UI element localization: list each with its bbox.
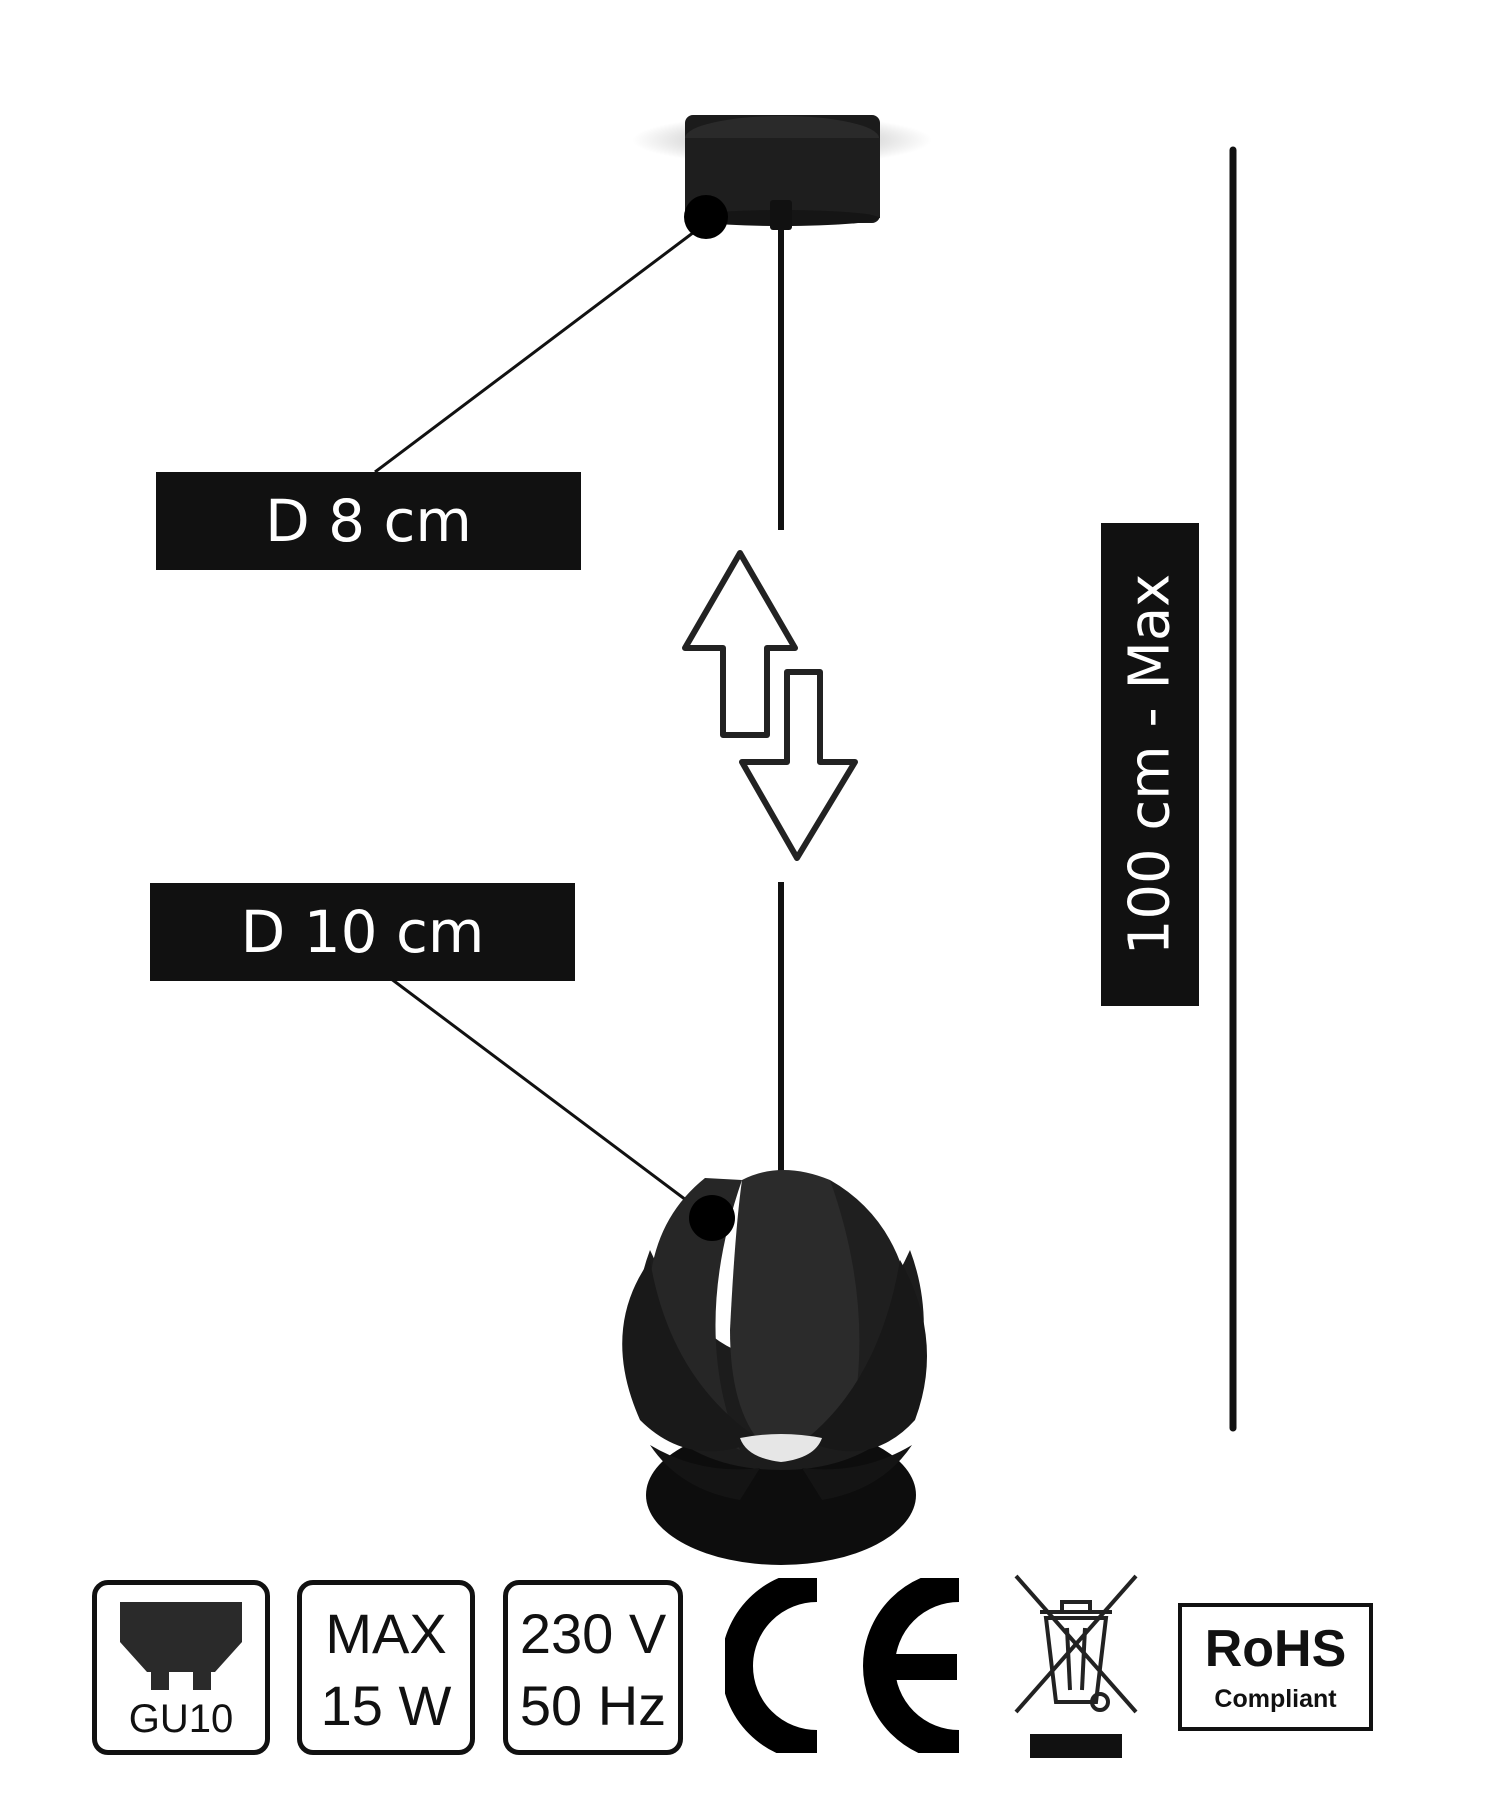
lamp-shade — [622, 1170, 927, 1565]
gu10-badge: GU10 — [92, 1580, 270, 1755]
weee-bin-icon — [1014, 1574, 1138, 1758]
rohs-subtitle: Compliant — [1214, 1685, 1337, 1713]
max-height-text: 100 cm - Max — [1117, 573, 1183, 956]
rohs-compliant-badge: RoHS Compliant — [1178, 1603, 1373, 1731]
leader-dot-canopy — [684, 195, 728, 239]
canopy-diameter-label: D 8 cm — [156, 472, 581, 570]
canopy-diameter-text: D 8 cm — [265, 487, 472, 555]
max-power-badge: MAX 15 W — [297, 1580, 475, 1755]
adjustable-height-arrows-icon — [682, 550, 858, 861]
bulb-type-text: GU10 — [128, 1697, 234, 1741]
shade-diameter-label: D 10 cm — [150, 883, 575, 981]
max-height-label: 100 cm - Max — [1101, 523, 1199, 1006]
shade-diameter-text: D 10 cm — [240, 898, 485, 966]
bulb-socket-icon — [120, 1602, 242, 1690]
max-power-line2: 15 W — [320, 1674, 452, 1737]
rohs-title: RoHS — [1204, 1620, 1347, 1678]
ceiling-canopy — [685, 115, 880, 230]
leader-line-canopy — [374, 218, 711, 474]
leader-line-shade — [389, 976, 711, 1220]
voltage-badge: 230 V 50 Hz — [503, 1580, 683, 1755]
leader-dot-shade — [689, 1195, 735, 1241]
max-power-line1: MAX — [325, 1602, 447, 1665]
ce-mark-icon: CE — [725, 1578, 960, 1753]
voltage-line2: 50 Hz — [519, 1674, 667, 1737]
voltage-line1: 230 V — [519, 1602, 667, 1665]
